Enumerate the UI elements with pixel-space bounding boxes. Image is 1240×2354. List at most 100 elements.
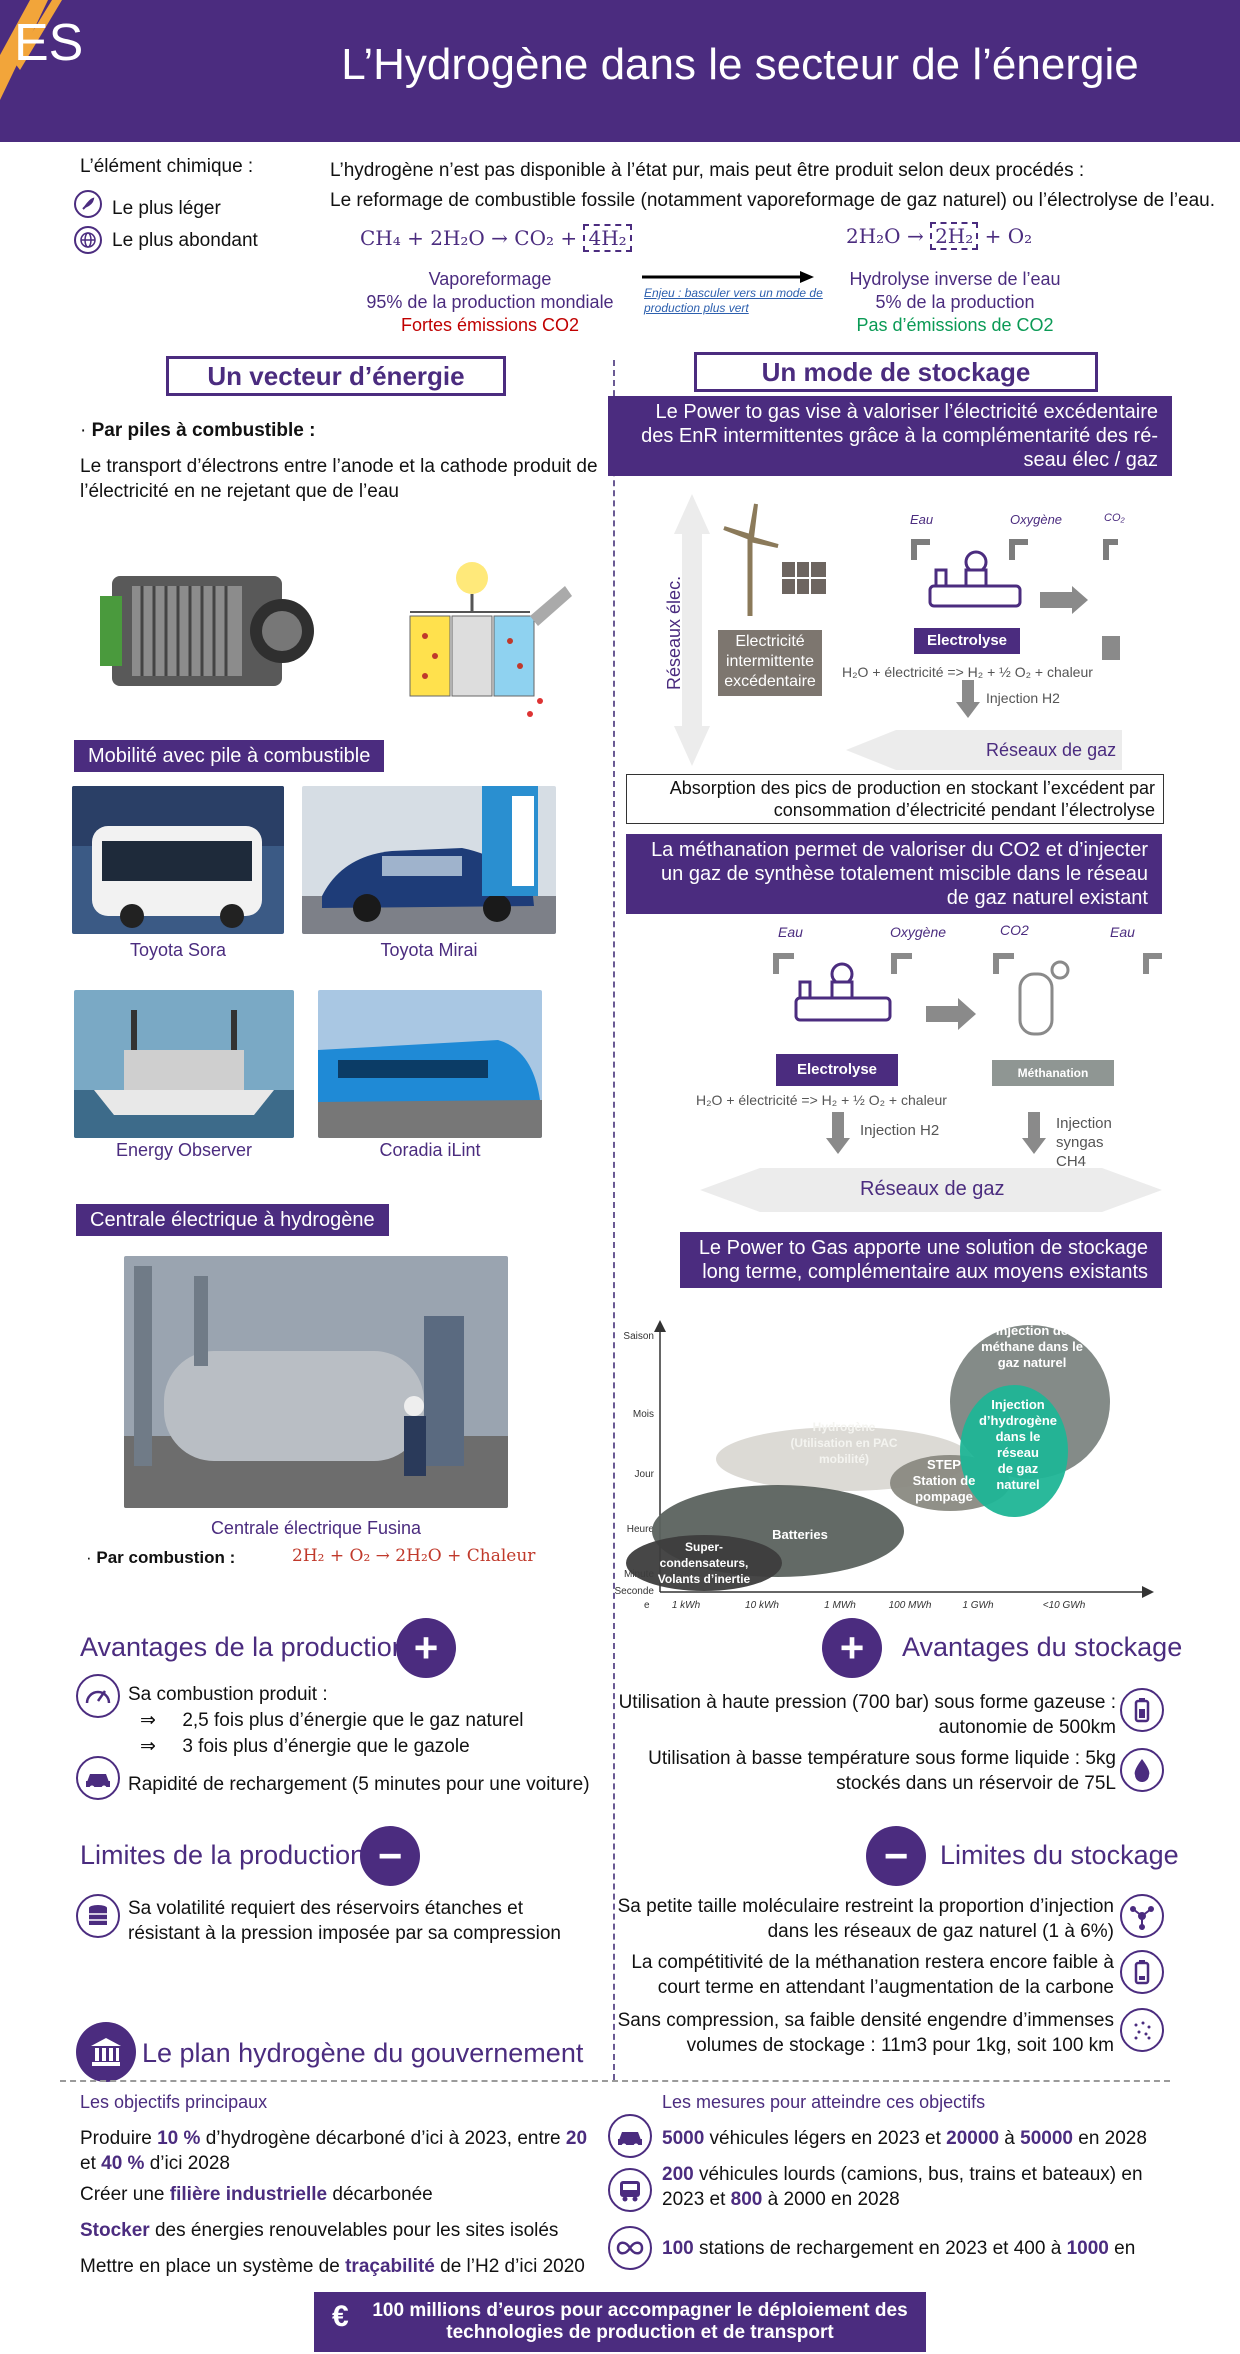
p2g-banner: Le Power to gas vise à valoriser l’élect… xyxy=(608,396,1172,476)
limites-stock-item1: Sa petite taille moléculaire restreint l… xyxy=(617,1896,1114,1942)
limites-stock-title: Limites du stockage xyxy=(940,1840,1179,1870)
vaporeformage-name: Vaporeformage xyxy=(428,269,552,289)
chart-x-tick: e xyxy=(644,1600,650,1611)
injection-ch4-label: Injection syngas CH4 xyxy=(1056,1115,1112,1170)
toyota-mirai-photo xyxy=(302,786,556,934)
co2-label: CO2 xyxy=(1000,922,1029,938)
plan-divider xyxy=(60,2080,1170,2082)
chart-x-tick: 1 MWh xyxy=(824,1600,856,1611)
page-title: L’Hydrogène dans le secteur de l’énergie xyxy=(341,40,1139,89)
limites-prod-title: Limites de la production xyxy=(80,1840,366,1870)
production-line1: L’hydrogène n’est pas disponible à l’éta… xyxy=(330,160,1085,181)
down-arrow-icon-3 xyxy=(1022,1112,1046,1154)
enjeu-note: Enjeu : basculer vers un mode de product… xyxy=(644,286,823,315)
reseaux-elec-arrow xyxy=(674,494,710,766)
avantages-prod-sub2: ⇒ 3 fois plus d’énergie que le gazole xyxy=(140,1736,470,1757)
injection-h2-label-1: Injection H2 xyxy=(986,690,1060,706)
euro-icon: € xyxy=(332,2300,349,2333)
gauge-icon xyxy=(76,1674,120,1718)
reseaux-gaz-arrow-1 xyxy=(846,730,1122,770)
storage-chart: SecondeMinuteHeureJourMoisSaisone1 kWh10… xyxy=(615,1320,1154,1611)
reseaux-gaz-label-2: Réseaux de gaz xyxy=(860,1178,1005,1200)
oxygene-label-2: Oxygène xyxy=(890,924,947,940)
toyota-sora-photo xyxy=(72,786,284,934)
avantages-stock-item1: Utilisation à haute pression (700 bar) s… xyxy=(618,1692,1116,1738)
combustion-equation: 2H₂ + O₂ → 2H₂O + Chaleur xyxy=(292,1546,536,1566)
chart-bubble-label: d’hydrogène xyxy=(979,1413,1057,1428)
reaction-text-2: H₂O + électricité => H₂ + ½ O₂ + chaleur xyxy=(696,1092,947,1108)
battery-icon xyxy=(1120,1688,1164,1732)
chart-bubble xyxy=(626,1535,782,1591)
mesure-2: 200 véhicules lourds (camions, bus, trai… xyxy=(662,2164,1143,2210)
car-icon-2 xyxy=(608,2114,652,2158)
mesure-1: 5000 véhicules légers en 2023 et 20000 à… xyxy=(662,2128,1147,2149)
chart-bubble-label: réseau xyxy=(997,1445,1039,1460)
equation-electrolyse: 2H₂O → 2H₂ + O₂ xyxy=(846,222,1033,250)
objectif-3: Stocker des énergies renouvelables pour … xyxy=(80,2220,559,2241)
government-icon xyxy=(76,2022,136,2082)
objectifs-title: Les objectifs principaux xyxy=(80,2092,268,2112)
minus-icon: − xyxy=(360,1826,420,1886)
header: ES L’Hydrogène dans le secteur de l’éner… xyxy=(0,0,1240,142)
longterm-banner: Le Power to Gas apporte une solution de … xyxy=(680,1232,1162,1288)
objectif-4: Mettre en place un système de traçabilit… xyxy=(80,2256,585,2277)
column-divider xyxy=(613,360,615,2080)
chart-bubble-label: gaz naturel xyxy=(998,1355,1067,1370)
chart-bubble-label: Station de xyxy=(913,1473,976,1488)
chart-bubble-label: de gaz xyxy=(998,1461,1039,1476)
elec-intermittente-box: Electricité intermittente excédentaire xyxy=(718,630,822,696)
oxygene-label: Oxygène xyxy=(1010,512,1063,527)
chart-x-tick: 100 MWh xyxy=(889,1600,932,1611)
limites-prod-item1: Sa volatilité requiert des réservoirs ét… xyxy=(128,1898,561,1944)
barrel-icon xyxy=(76,1894,120,1938)
electrolyse-box-2: Electrolyse xyxy=(776,1054,898,1086)
vaporeformage-share: 95% de la production mondiale xyxy=(366,292,614,312)
objectif-2: Créer une filière industrielle décarboné… xyxy=(80,2184,433,2205)
chart-x-tick: 10 kWh xyxy=(745,1600,779,1611)
chart-bubble-label: Volants d’inertie xyxy=(658,1572,751,1586)
objectif-1: Produire 10 % d’hydrogène décarboné d’ic… xyxy=(80,2128,588,2174)
coradia-ilint-photo xyxy=(318,990,542,1138)
vehicle-caption-1: Toyota Sora xyxy=(129,940,227,960)
chart-bubble-label: naturel xyxy=(996,1477,1039,1492)
avantages-prod-item2: Rapidité de rechargement (5 minutes pour… xyxy=(128,1774,590,1795)
eau-label-3: Eau xyxy=(1110,924,1135,940)
chart-bubble-label: dans le xyxy=(996,1429,1041,1444)
arrow-right-icon xyxy=(642,271,814,283)
plus-icon-2: + xyxy=(822,1618,882,1678)
chart-y-arrow xyxy=(654,1320,666,1332)
reseaux-gaz-arrow-2 xyxy=(700,1168,1162,1212)
avantages-prod-item1: Sa combustion produit : xyxy=(128,1684,328,1705)
element-item-lightest: Le plus léger xyxy=(112,198,221,219)
limites-stock-item2: La compétitivité de la méthanation reste… xyxy=(631,1952,1114,1998)
methanation-diagram xyxy=(773,953,1162,1036)
reseaux-gaz-label-1: Réseaux de gaz xyxy=(986,740,1117,760)
chart-bubble-label: Injection xyxy=(991,1397,1045,1412)
chart-y-tick: Heure xyxy=(627,1524,655,1535)
molecule-icon xyxy=(1120,1894,1164,1938)
chart-y-tick: Jour xyxy=(635,1469,655,1480)
piles-label: · Par piles à combustible : xyxy=(80,420,316,441)
piles-text: Le transport d’électrons entre l’anode e… xyxy=(80,456,598,502)
reseaux-elec-label: Réseaux élec. xyxy=(664,575,684,690)
chart-bubble-label: méthane dans le xyxy=(981,1339,1083,1354)
mesure-3: 100 stations de rechargement en 2023 et … xyxy=(662,2238,1136,2259)
vehicle-caption-4: Coradia iLint xyxy=(379,1140,481,1160)
chart-bubble-label: Injection de xyxy=(996,1323,1068,1338)
vehicle-caption-2: Toyota Mirai xyxy=(380,940,478,960)
eau-label: Eau xyxy=(910,512,934,527)
combustion-label: · Par combustion : xyxy=(86,1548,236,1567)
vecteur-title: Un vecteur d’énergie xyxy=(166,356,506,396)
chart-x-tick: <10 GWh xyxy=(1043,1600,1086,1611)
chart-bubble-label: pompage xyxy=(915,1489,973,1504)
mobilite-banner: Mobilité avec pile à combustible xyxy=(74,740,385,772)
chart-y-tick: Saison xyxy=(623,1331,654,1342)
reaction-text-1: H₂O + électricité => H₂ + ½ O₂ + chaleur xyxy=(842,664,1093,680)
minus-icon-2: − xyxy=(866,1826,926,1886)
chart-bubble xyxy=(960,1385,1068,1517)
wind-turbine-icon xyxy=(723,503,826,616)
chart-x-tick: 1 kWh xyxy=(672,1600,701,1611)
footer-banner: € 100 millions d’euros pour accompagner … xyxy=(314,2292,926,2352)
methanation-box: Méthanation xyxy=(992,1060,1114,1086)
down-arrow-icon-2 xyxy=(826,1112,850,1154)
